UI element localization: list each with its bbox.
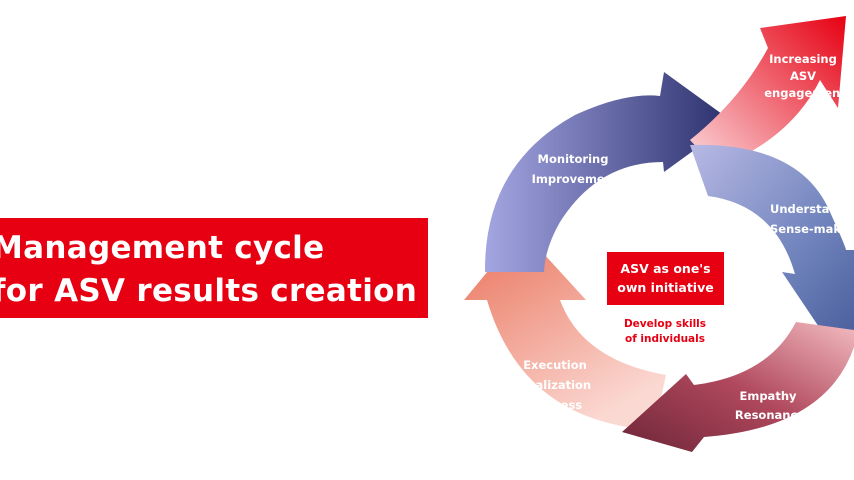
execution-label: Execution Realization Process bbox=[519, 358, 595, 412]
diagram-title-line-2: for ASV results creation bbox=[0, 273, 418, 309]
monitoring-line-1: Monitoring bbox=[538, 152, 609, 166]
understanding-line-1: Understanding bbox=[770, 202, 854, 216]
understanding-label: Understanding Sense-making bbox=[770, 202, 854, 236]
monitoring-arrow bbox=[484, 72, 733, 272]
center-initiative-box: ASV as one's own initiative bbox=[607, 252, 724, 305]
empathy-label: Empathy Resonance bbox=[735, 389, 805, 422]
understanding-line-2: Sense-making bbox=[770, 222, 854, 236]
increasing-line-2: ASV bbox=[790, 69, 816, 83]
understanding-arrow bbox=[690, 144, 854, 336]
increasing-line-1: Increasing bbox=[769, 52, 837, 66]
execution-line-2: Realization bbox=[519, 378, 591, 392]
increasing-engagement-arrow bbox=[690, 16, 846, 168]
center-box-line-1: ASV as one's bbox=[620, 261, 711, 276]
empathy-line-1: Empathy bbox=[739, 389, 797, 403]
diagram-title-line-1: Management cycle bbox=[0, 230, 325, 266]
empathy-arrow bbox=[622, 322, 854, 452]
increasing-line-3: engagement bbox=[764, 86, 846, 100]
center-sub-line-2: of individuals bbox=[625, 333, 705, 345]
diagram-title-box: Management cycle for ASV results creatio… bbox=[0, 218, 428, 318]
center-subtext: Develop skills of individuals bbox=[598, 317, 732, 347]
monitoring-line-2: Improvement bbox=[532, 172, 619, 186]
increasing-label: Increasing ASV engagement bbox=[764, 52, 846, 100]
center-sub-line-1: Develop skills bbox=[623, 318, 707, 330]
monitoring-label: Monitoring Improvement bbox=[532, 152, 619, 186]
execution-line-3: Process bbox=[532, 398, 582, 412]
center-box-line-2: own initiative bbox=[617, 280, 714, 295]
empathy-line-2: Resonance bbox=[735, 408, 805, 422]
execution-arrow bbox=[464, 230, 666, 430]
execution-line-1: Execution bbox=[523, 358, 587, 372]
